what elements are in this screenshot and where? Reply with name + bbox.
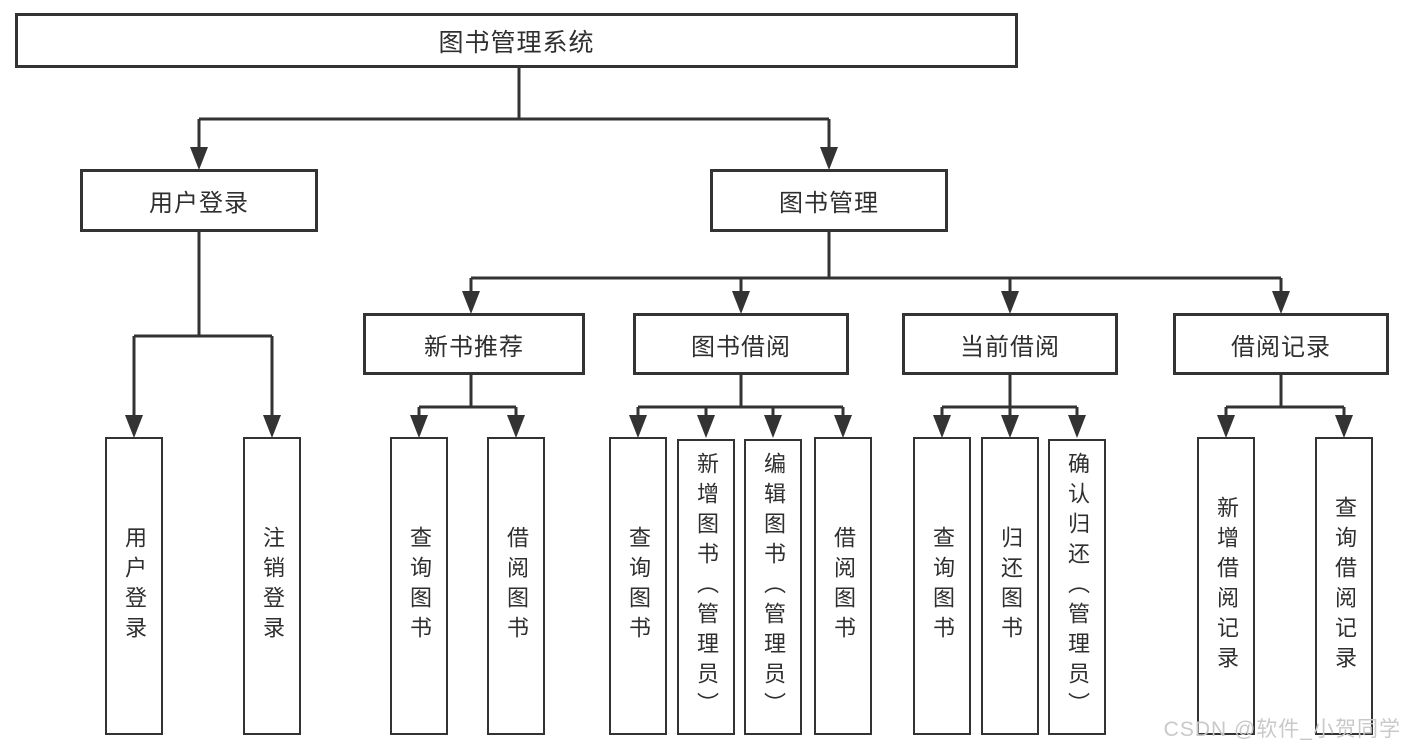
node-label: 借阅图书 [831,526,856,646]
node-label: 查询借阅记录 [1332,496,1357,676]
arrowhead-icon [697,415,715,438]
arrowhead-icon [933,415,951,438]
edge-records-to-leaves [1224,375,1346,420]
node-label: 新书推荐 [424,333,524,361]
node-label: 编辑图书（管理员） [761,452,786,722]
arrowhead-icon [1001,291,1019,314]
arrowhead-icon [410,415,428,438]
node-label: 查询图书 [626,526,651,646]
node-label: 图书管理系统 [438,28,595,57]
arrowhead-icon [263,415,281,438]
node-label: 借阅记录 [1231,333,1331,361]
arrowhead-icon [764,415,782,438]
arrowhead-icon [732,291,750,314]
leaf-edit-book-admin: 编辑图书（管理员） [744,439,802,735]
arrowhead-group [125,147,1353,438]
edge-recommend-to-leaves [417,375,518,420]
arrowhead-icon [507,415,525,438]
arrowhead-icon [1068,415,1086,438]
edge-user-login-to-leaves [132,232,274,420]
leaf-query-books-current: 查询图书 [913,437,971,735]
node-label: 图书管理 [779,190,879,217]
node-label: 归还图书 [998,526,1023,646]
node-user-login: 用户登录 [80,169,318,232]
node-label: 图书借阅 [691,333,791,361]
arrowhead-icon [629,415,647,438]
node-label: 查询图书 [930,526,955,646]
node-label: 用户登录 [122,526,147,646]
node-book-borrow: 图书借阅 [633,313,849,375]
arrowhead-icon [1335,415,1353,438]
leaf-logout-login: 注销登录 [243,437,301,735]
arrowhead-icon [462,291,480,314]
node-new-book-recommend: 新书推荐 [363,313,585,375]
node-label: 确认归还（管理员） [1065,452,1090,722]
arrowhead-icon [1272,291,1290,314]
leaf-query-books-borrow: 查询图书 [609,437,667,735]
leaf-borrow-books-borrow: 借阅图书 [814,437,872,735]
edge-borrow-to-leaves [636,375,845,420]
arrowhead-icon [820,147,838,170]
node-label: 借阅图书 [504,526,529,646]
leaf-query-books-recommend: 查询图书 [390,437,448,735]
arrowhead-icon [834,415,852,438]
node-borrow-records: 借阅记录 [1173,313,1389,375]
arrowhead-icon [125,415,143,438]
leaf-borrow-books-recommend: 借阅图书 [487,437,545,735]
node-current-borrow: 当前借阅 [902,313,1118,375]
node-label: 查询图书 [407,526,432,646]
edge-book-mgmt-to-level3 [469,232,1283,296]
arrowhead-icon [1217,415,1235,438]
node-book-management: 图书管理 [710,169,948,232]
node-label: 新增借阅记录 [1214,496,1239,676]
node-label: 新增图书（管理员） [694,452,719,722]
node-label: 用户登录 [149,190,249,217]
node-label: 当前借阅 [960,333,1060,361]
leaf-user-login: 用户登录 [105,437,163,735]
edge-root-to-level2 [197,68,831,152]
leaf-return-book: 归还图书 [981,437,1039,735]
leaf-add-book-admin: 新增图书（管理员） [677,439,735,735]
leaf-confirm-return-admin: 确认归还（管理员） [1048,439,1106,735]
leaf-add-borrow-record: 新增借阅记录 [1197,437,1255,735]
arrowhead-icon [1001,415,1019,438]
leaf-query-borrow-record: 查询借阅记录 [1315,437,1373,735]
arrowhead-icon [190,147,208,170]
node-root-system: 图书管理系统 [15,13,1018,68]
edge-current-to-leaves [940,375,1079,420]
node-label: 注销登录 [260,526,285,646]
